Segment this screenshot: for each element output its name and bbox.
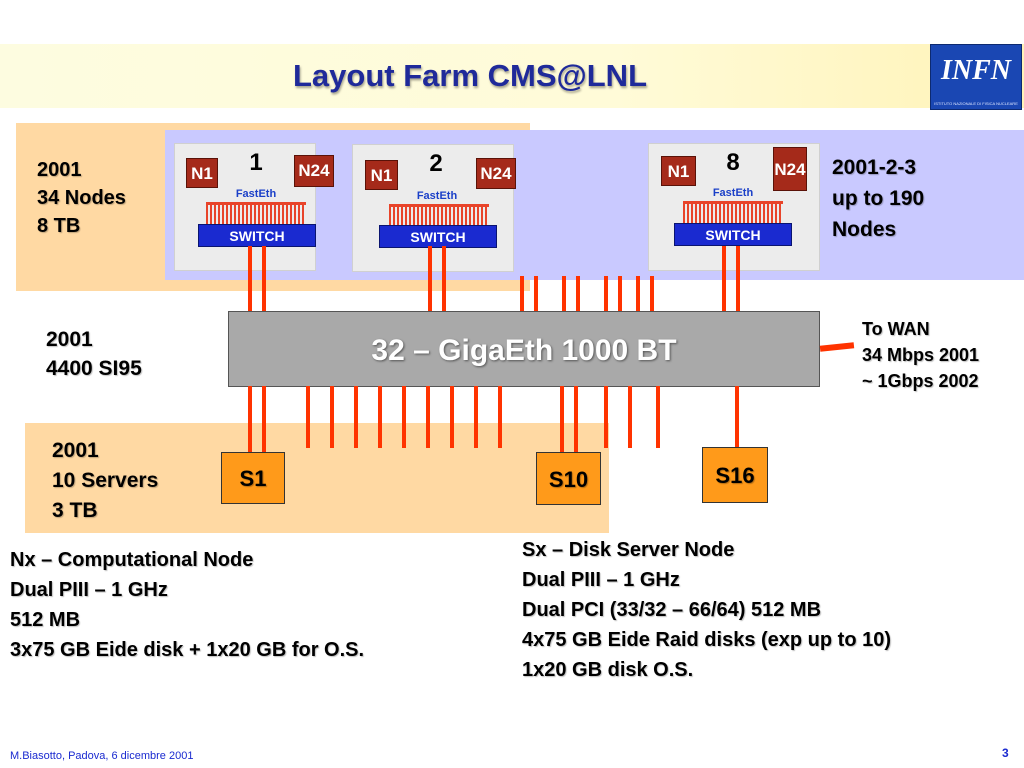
fasteth-links	[206, 202, 306, 224]
group-number: 8	[726, 149, 740, 176]
downlink	[248, 386, 252, 452]
note-line: 3 TB	[52, 499, 98, 522]
switch: SWITCH	[379, 225, 497, 248]
note-line: up to 190	[832, 187, 925, 210]
page-title: Layout Farm CMS@LNL	[292, 58, 648, 93]
uplink	[442, 246, 446, 312]
node-n24: N24	[476, 158, 516, 189]
desc-line: Dual PIII – 1 GHz	[10, 579, 168, 601]
node-n1: N1	[661, 156, 696, 186]
note-line: Nodes	[832, 218, 897, 241]
fasteth-links	[389, 204, 489, 226]
server-description: Sx – Disk Server Node Dual PIII – 1 GHz …	[522, 535, 891, 685]
downlink	[262, 386, 266, 452]
node-group-1: N1 1 N24 FastEth SWITCH	[174, 143, 334, 271]
core-switch-label: 32 – GigaEth 1000 BT	[371, 334, 677, 367]
desc-line: 1x20 GB disk O.S.	[522, 659, 694, 681]
desc-line: Dual PCI (33/32 – 66/64) 512 MB	[522, 599, 822, 621]
node-description: Nx – Computational Node Dual PIII – 1 GH…	[10, 545, 364, 665]
group-number: 2	[429, 150, 443, 177]
downlink	[574, 386, 578, 452]
note-line: To WAN	[862, 319, 930, 339]
note-line: 2001-2-3	[832, 156, 917, 179]
downlink	[560, 386, 564, 452]
downlink	[330, 386, 334, 448]
downlink	[450, 386, 454, 448]
downlink	[354, 386, 358, 448]
switch: SWITCH	[198, 224, 316, 247]
uplink-stub	[576, 276, 580, 312]
uplink	[248, 246, 252, 312]
logo-text: INFN	[940, 55, 1011, 86]
uplink-stub	[604, 276, 608, 312]
note-line: 2001	[37, 159, 82, 181]
fasteth-bus	[206, 202, 306, 205]
uplink	[736, 246, 740, 312]
title-band	[0, 44, 1024, 108]
fasteth-label: FastEth	[416, 190, 458, 202]
note-line: 2001	[46, 328, 93, 351]
desc-line: 512 MB	[10, 609, 81, 631]
downlink	[378, 386, 382, 448]
fasteth-bus	[389, 204, 489, 207]
node-n1: N1	[365, 160, 398, 190]
server-s1: S1	[221, 452, 285, 504]
desc-line: Nx – Computational Node	[10, 549, 254, 571]
nodes-future-note: 2001-2-3 up to 190 Nodes	[832, 152, 924, 245]
uplink	[722, 246, 726, 312]
downlink	[426, 386, 430, 448]
logo-subtitle: ISTITUTO NAZIONALE DI FISICA NUCLEARE	[934, 101, 1018, 106]
footer: M.Biasotto, Padova, 6 dicembre 2001	[10, 750, 194, 762]
fasteth-label: FastEth	[712, 187, 754, 199]
downlink	[735, 386, 739, 448]
uplink-stub	[534, 276, 538, 312]
node-group-8: N1 8 N24 FastEth SWITCH	[648, 143, 820, 271]
uplink-stub	[562, 276, 566, 312]
switch: SWITCH	[674, 223, 792, 246]
note-line: 2001	[52, 439, 99, 462]
downlink	[628, 386, 632, 448]
downlink	[474, 386, 478, 448]
node-n24: N24	[773, 147, 807, 191]
nodes-2001-note: 2001 34 Nodes 8 TB	[37, 156, 126, 240]
fasteth-bus	[683, 201, 783, 204]
uplink-stub	[520, 276, 524, 312]
fasteth-links	[683, 201, 783, 223]
infn-logo: INFN ISTITUTO NAZIONALE DI FISICA NUCLEA…	[930, 44, 1022, 110]
fasteth-label: FastEth	[235, 188, 277, 200]
downlink	[656, 386, 660, 448]
wan-link	[819, 342, 855, 352]
group-number: 1	[249, 149, 263, 176]
uplink-stub	[636, 276, 640, 312]
server-s10: S10	[536, 452, 601, 505]
wan-note: To WAN 34 Mbps 2001 ~ 1Gbps 2002	[862, 316, 979, 394]
desc-line: Dual PIII – 1 GHz	[522, 569, 680, 591]
note-line: ~ 1Gbps 2002	[862, 371, 979, 391]
power-2001-note: 2001 4400 SI95	[46, 325, 142, 383]
desc-line: 4x75 GB Eide Raid disks (exp up to 10)	[522, 629, 892, 651]
page-number: 3	[1002, 746, 1009, 760]
servers-area	[25, 423, 609, 533]
desc-line: 3x75 GB Eide disk + 1x20 GB for O.S.	[10, 639, 365, 661]
downlink	[498, 386, 502, 448]
note-line: 8 TB	[37, 215, 81, 237]
note-line: 34 Mbps 2001	[862, 345, 980, 365]
uplink	[428, 246, 432, 312]
note-line: 4400 SI95	[46, 357, 142, 380]
downlink	[402, 386, 406, 448]
node-n1: N1	[186, 158, 218, 188]
note-line: 10 Servers	[52, 469, 159, 492]
node-group-2: N1 2 N24 FastEth SWITCH	[352, 144, 516, 272]
servers-2001-note: 2001 10 Servers 3 TB	[52, 436, 158, 526]
uplink-stub	[650, 276, 654, 312]
uplink	[262, 246, 266, 312]
server-s16: S16	[702, 447, 768, 503]
uplink-stub	[618, 276, 622, 312]
downlink	[306, 386, 310, 448]
gigaeth-core-switch: 32 – GigaEth 1000 BT	[228, 311, 820, 387]
node-n24: N24	[294, 155, 334, 187]
note-line: 34 Nodes	[37, 187, 126, 209]
downlink	[604, 386, 608, 448]
desc-line: Sx – Disk Server Node	[522, 539, 735, 561]
